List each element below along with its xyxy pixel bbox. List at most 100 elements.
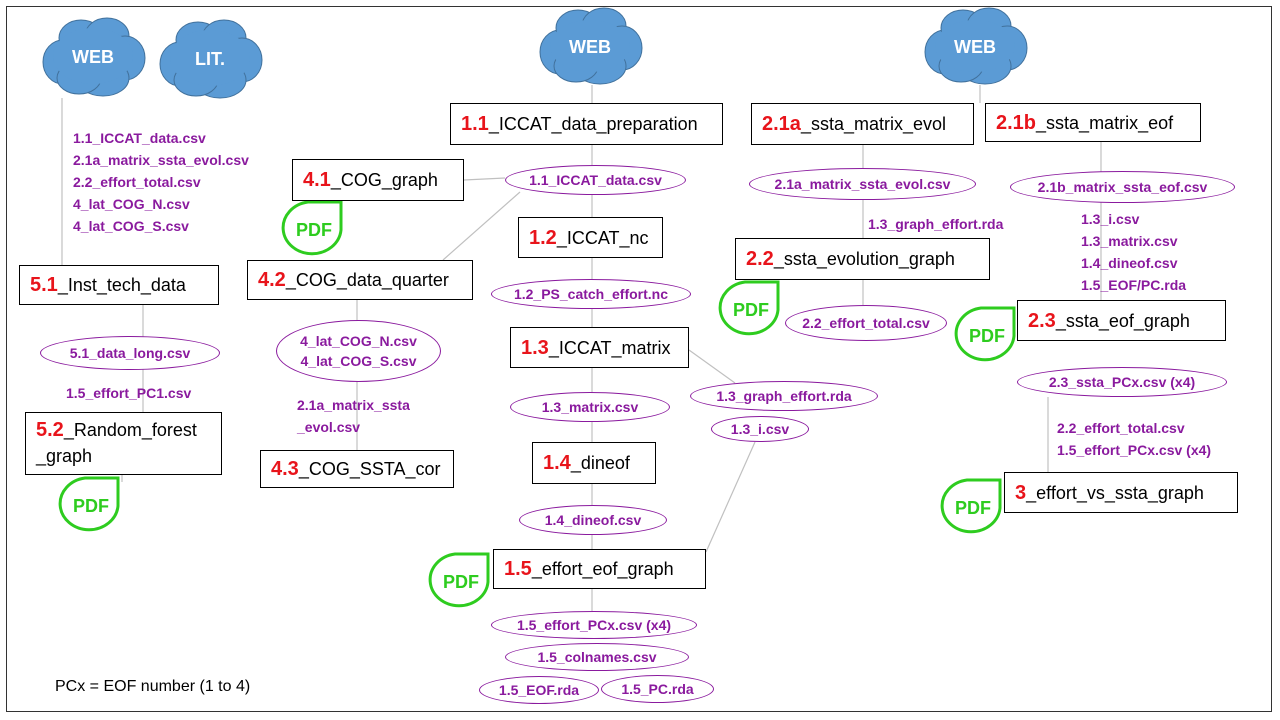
file-label: 2.1a_matrix_ssta_evol.csv xyxy=(73,152,249,168)
file-name: 1.4_dineof.csv xyxy=(544,512,642,528)
cloud-label: WEB xyxy=(569,37,611,57)
svg-text:PDF: PDF xyxy=(733,300,769,320)
box-1.2: 1.2_ICCAT_nc xyxy=(518,217,663,258)
box-2.3: 2.3_ssta_eof_graph xyxy=(1017,300,1226,341)
file-name: 1.1_ICCAT_data.csv xyxy=(529,172,662,188)
box-5.1: 5.1_Inst_tech_data xyxy=(19,265,219,305)
file-label: 1.3_graph_effort.rda xyxy=(868,216,1004,232)
file-oval-2.2: 2.2_effort_total.csv xyxy=(785,305,947,341)
line-i-1.5 xyxy=(705,441,756,553)
box-name: _dineof xyxy=(570,453,630,473)
file-name: 1.3_graph_effort.rda xyxy=(716,388,852,404)
file-label: _evol.csv xyxy=(297,419,361,435)
pdf-badge-2.3: PDF xyxy=(954,306,1016,362)
file-oval-4-lat: 4_lat_COG_N.csv 4_lat_COG_S.csv xyxy=(276,320,441,382)
box-number: 1.3 xyxy=(521,336,549,359)
file-label: 2.2_effort_total.csv xyxy=(1057,420,1185,436)
line-4.2-1.1 xyxy=(442,191,521,261)
file-oval-1.2-nc: 1.2_PS_catch_effort.nc xyxy=(491,279,691,309)
file-name: 2.3_ssta_PCx.csv (x4) xyxy=(1048,374,1196,390)
file-oval-1.3-matrix: 1.3_matrix.csv xyxy=(510,392,670,422)
file-oval-1.5-colnames: 1.5_colnames.csv xyxy=(505,643,689,671)
cloud-web-3: WEB xyxy=(924,7,1028,85)
label-2.1a-ssta: 2.1a_matrix_ssta _evol.csv xyxy=(297,394,410,438)
file-name: 2.2_effort_total.csv xyxy=(802,315,930,331)
svg-text:PDF: PDF xyxy=(955,498,991,518)
box-5.2: 5.2_Random_forest _graph xyxy=(25,412,222,475)
file-oval-1.5-pc: 1.5_PC.rda xyxy=(601,675,714,703)
box-1.5: 1.5_effort_eof_graph xyxy=(493,549,706,589)
box-name: _ICCAT_matrix xyxy=(548,337,671,358)
svg-text:PDF: PDF xyxy=(969,326,1005,346)
svg-text:PDF: PDF xyxy=(443,572,479,592)
box-2.1b: 2.1b_ssta_matrix_eof xyxy=(985,103,1201,142)
cloud-label: LIT. xyxy=(195,49,225,69)
diagram-frame xyxy=(6,6,1272,712)
file-oval-1.5-pcx: 1.5_effort_PCx.csv (x4) xyxy=(491,611,697,639)
file-name: 4_lat_COG_N.csv xyxy=(300,333,417,349)
file-label: 1.5_EOF/PC.rda xyxy=(1081,277,1187,293)
file-name: 1.5_PC.rda xyxy=(621,681,694,697)
footnote: PCx = EOF number (1 to 4) xyxy=(55,678,251,695)
file-label: 1.1_ICCAT_data.csv xyxy=(73,130,206,146)
file-name: 1.3_matrix.csv xyxy=(541,399,639,415)
file-oval-1.4-dineof: 1.4_dineof.csv xyxy=(519,505,667,535)
cloud-label: WEB xyxy=(72,47,114,67)
file-label: 2.2_effort_total.csv xyxy=(73,174,201,190)
line-4.1-1.1 xyxy=(463,177,506,181)
pdf-badge-5.2: PDF xyxy=(58,476,120,532)
box-name: _ssta_eof_graph xyxy=(1055,310,1190,331)
file-name: 1.5_colnames.csv xyxy=(537,649,657,665)
file-oval-2.3: 2.3_ssta_PCx.csv (x4) xyxy=(1017,367,1227,397)
pdf-badge-1.5: PDF xyxy=(428,552,490,608)
box-number: 4.3 xyxy=(271,458,299,480)
box-number: 2.2 xyxy=(746,248,774,270)
file-oval-1.1-data: 1.1_ICCAT_data.csv xyxy=(505,165,686,195)
box-name: _ssta_matrix_eof xyxy=(1036,112,1174,133)
file-label: 4_lat_COG_S.csv xyxy=(73,218,189,234)
box-number: 1.2 xyxy=(529,226,557,249)
box-number: 4.2 xyxy=(258,269,286,291)
box-number: 1.5 xyxy=(504,558,532,580)
pdf-badge-2.2: PDF xyxy=(718,280,780,336)
box-2.1a: 2.1a_ssta_matrix_evol xyxy=(751,103,974,145)
file-label: 1.3_i.csv xyxy=(1081,211,1140,227)
file-oval-1.3-graph: 1.3_graph_effort.rda xyxy=(690,381,878,411)
file-name: 1.5_EOF.rda xyxy=(498,682,580,698)
cloud-web-2: WEB xyxy=(539,7,643,85)
box-4.3: 4.3_COG_SSTA_cor xyxy=(260,450,454,488)
file-name: 2.1b_matrix_ssta_eof.csv xyxy=(1037,179,1208,195)
box-name: _ICCAT_nc xyxy=(556,227,649,248)
file-label: 1.4_dineof.csv xyxy=(1081,255,1178,271)
box-line-1: 5.2_Random_forest xyxy=(36,417,197,443)
box-number: 1.4 xyxy=(543,452,571,474)
svg-text:PDF: PDF xyxy=(296,220,332,240)
box-2.2: 2.2_ssta_evolution_graph xyxy=(735,238,990,280)
file-oval-1.5-eof: 1.5_EOF.rda xyxy=(479,676,599,704)
web-inputs-list: 1.1_ICCAT_data.csv 2.1a_matrix_ssta_evol… xyxy=(73,127,249,237)
box-name: _ssta_evolution_graph xyxy=(773,249,955,269)
label-3-inputs: 2.2_effort_total.csv 1.5_effort_PCx.csv … xyxy=(1057,417,1211,461)
cloud-lit: LIT. xyxy=(159,19,263,99)
file-name: 1.3_i.csv xyxy=(730,421,790,437)
box-name: _COG_SSTA_cor xyxy=(298,459,441,479)
box-number: 4.1 xyxy=(303,169,331,191)
box-name: _Inst_tech_data xyxy=(57,275,186,295)
box-number: 5.2 xyxy=(36,419,64,441)
box-name: _COG_data_quarter xyxy=(285,270,449,290)
box-number: 1.1 xyxy=(461,113,489,135)
box-name-line-2: _graph xyxy=(36,446,93,466)
box-1.3: 1.3_ICCAT_matrix xyxy=(510,327,689,368)
box-3: 3_effort_vs_ssta_graph xyxy=(1004,472,1238,513)
file-oval-2.1a: 2.1a_matrix_ssta_evol.csv xyxy=(749,168,976,200)
box-1.4: 1.4_dineof xyxy=(532,442,656,484)
box-number: 5.1 xyxy=(30,274,58,296)
box-number: 2.1a xyxy=(762,113,801,135)
file-label: 2.1a_matrix_ssta xyxy=(297,397,410,413)
box-name: _Random_forest xyxy=(63,420,197,440)
file-label: 1.3_matrix.csv xyxy=(1081,233,1178,249)
file-label: 1.5_effort_PCx.csv (x4) xyxy=(1057,442,1212,458)
file-label: 4_lat_COG_N.csv xyxy=(73,196,190,212)
file-label: 1.5_effort_PC1.csv xyxy=(66,385,192,401)
